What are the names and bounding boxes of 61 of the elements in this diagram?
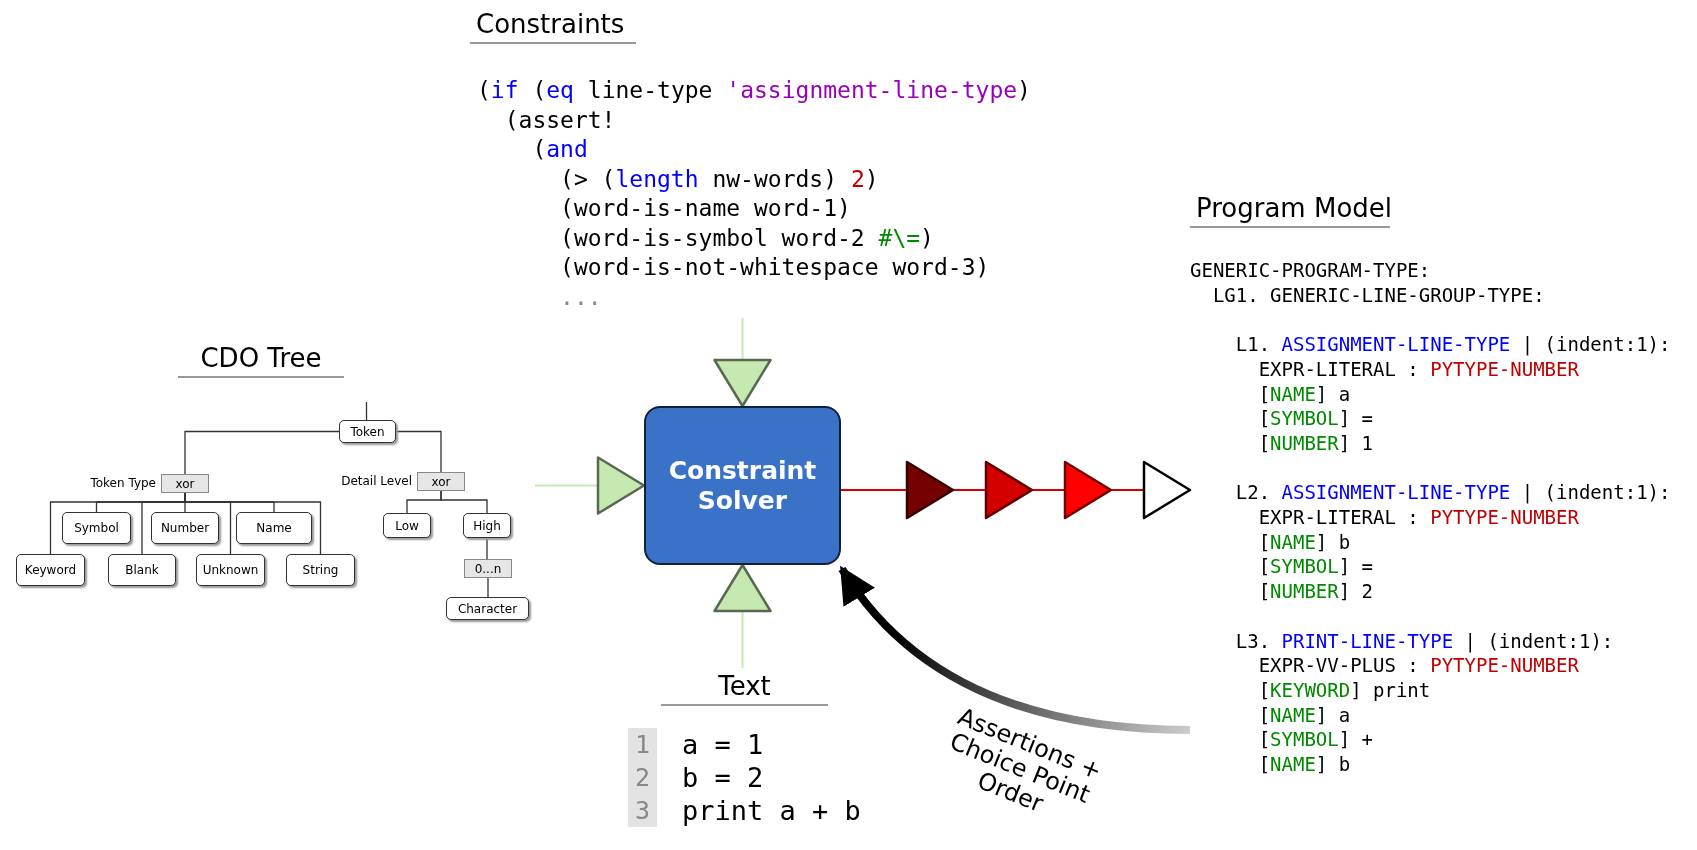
code-line: [NUMBER] 1 bbox=[1258, 430, 1374, 456]
heading: CDO Tree bbox=[178, 340, 344, 378]
line-number: 3 bbox=[628, 794, 657, 827]
tree-node-box: Unknown bbox=[196, 554, 265, 586]
code-line: (word-is-symbol word-2 #\=) bbox=[560, 223, 934, 253]
operator-box: 0...n bbox=[464, 559, 512, 578]
code-line: [NAME] a bbox=[1258, 381, 1351, 407]
tree-node-box: String bbox=[286, 554, 355, 586]
operator-box: xor bbox=[161, 474, 209, 493]
code-line: GENERIC-PROGRAM-TYPE: bbox=[1190, 258, 1431, 283]
tree-line bbox=[486, 537, 488, 560]
tree-line bbox=[395, 430, 442, 473]
code-line: a = 1 bbox=[682, 728, 764, 761]
code-line: [NAME] b bbox=[1258, 529, 1351, 555]
code-line: (> (length nw-words) 2) bbox=[560, 164, 879, 194]
solver-box: Constraint Solver bbox=[644, 406, 841, 565]
code-line: print a + b bbox=[682, 794, 861, 827]
code-line: EXPR-LITERAL : PYTYPE-NUMBER bbox=[1258, 505, 1579, 530]
line-number: 1 bbox=[628, 728, 657, 761]
curved-arrow bbox=[838, 565, 1191, 734]
tree-node-box: Token bbox=[339, 420, 396, 443]
code-line: (assert! bbox=[504, 105, 616, 135]
code-line: L2. ASSIGNMENT-LINE-TYPE | (indent:1): bbox=[1235, 480, 1671, 505]
heading: Program Model bbox=[1190, 190, 1390, 228]
code-line: L3. PRINT-LINE-TYPE | (indent:1): bbox=[1235, 628, 1614, 654]
tree-node-box: Symbol bbox=[62, 512, 131, 544]
code-line: L1. ASSIGNMENT-LINE-TYPE | (indent:1): bbox=[1235, 332, 1671, 357]
code-line: [NUMBER] 2 bbox=[1258, 579, 1374, 604]
group-caption: Token Type bbox=[89, 475, 156, 492]
tree-line bbox=[184, 492, 322, 555]
tree-node-box: Character bbox=[446, 597, 529, 620]
code-line: [NAME] b bbox=[1258, 752, 1351, 777]
tree-line bbox=[440, 490, 488, 514]
heading: Text bbox=[661, 668, 828, 706]
code-line: EXPR-VV-PLUS : PYTYPE-NUMBER bbox=[1258, 653, 1579, 678]
code-line: [SYMBOL] = bbox=[1258, 406, 1374, 431]
code-line: [KEYWORD] print bbox=[1258, 677, 1431, 703]
code-line: [SYMBOL] = bbox=[1258, 554, 1374, 580]
line-number: 2 bbox=[628, 761, 657, 794]
tree-node-box: High bbox=[463, 513, 511, 538]
code-line: EXPR-LITERAL : PYTYPE-NUMBER bbox=[1258, 356, 1579, 382]
tree-node-box: Keyword bbox=[16, 554, 85, 586]
tree-node-box: Number bbox=[151, 512, 219, 544]
operator-box: xor bbox=[417, 472, 465, 491]
code-line: [SYMBOL] + bbox=[1258, 727, 1374, 752]
heading: Constraints bbox=[470, 6, 636, 44]
code-line: (and bbox=[532, 135, 588, 164]
tree-node-box: Low bbox=[383, 513, 431, 538]
code-line: (word-is-name word-1) bbox=[560, 194, 851, 223]
code-line: (word-is-not-whitespace word-3) bbox=[560, 253, 990, 282]
code-line: ... bbox=[560, 282, 602, 312]
tree-node-box: Name bbox=[236, 512, 312, 544]
code-line: (if (eq line-type 'assignment-line-type) bbox=[477, 76, 1031, 105]
tree-line bbox=[184, 430, 340, 475]
code-line: [NAME] a bbox=[1258, 702, 1351, 728]
tree-node-box: Blank bbox=[108, 554, 176, 586]
code-line: LG1. GENERIC-LINE-GROUP-TYPE: bbox=[1212, 282, 1545, 308]
group-caption: Detail Level bbox=[340, 473, 412, 490]
tree-line bbox=[365, 401, 368, 421]
tree-line bbox=[487, 577, 489, 598]
code-line: b = 2 bbox=[682, 761, 764, 794]
